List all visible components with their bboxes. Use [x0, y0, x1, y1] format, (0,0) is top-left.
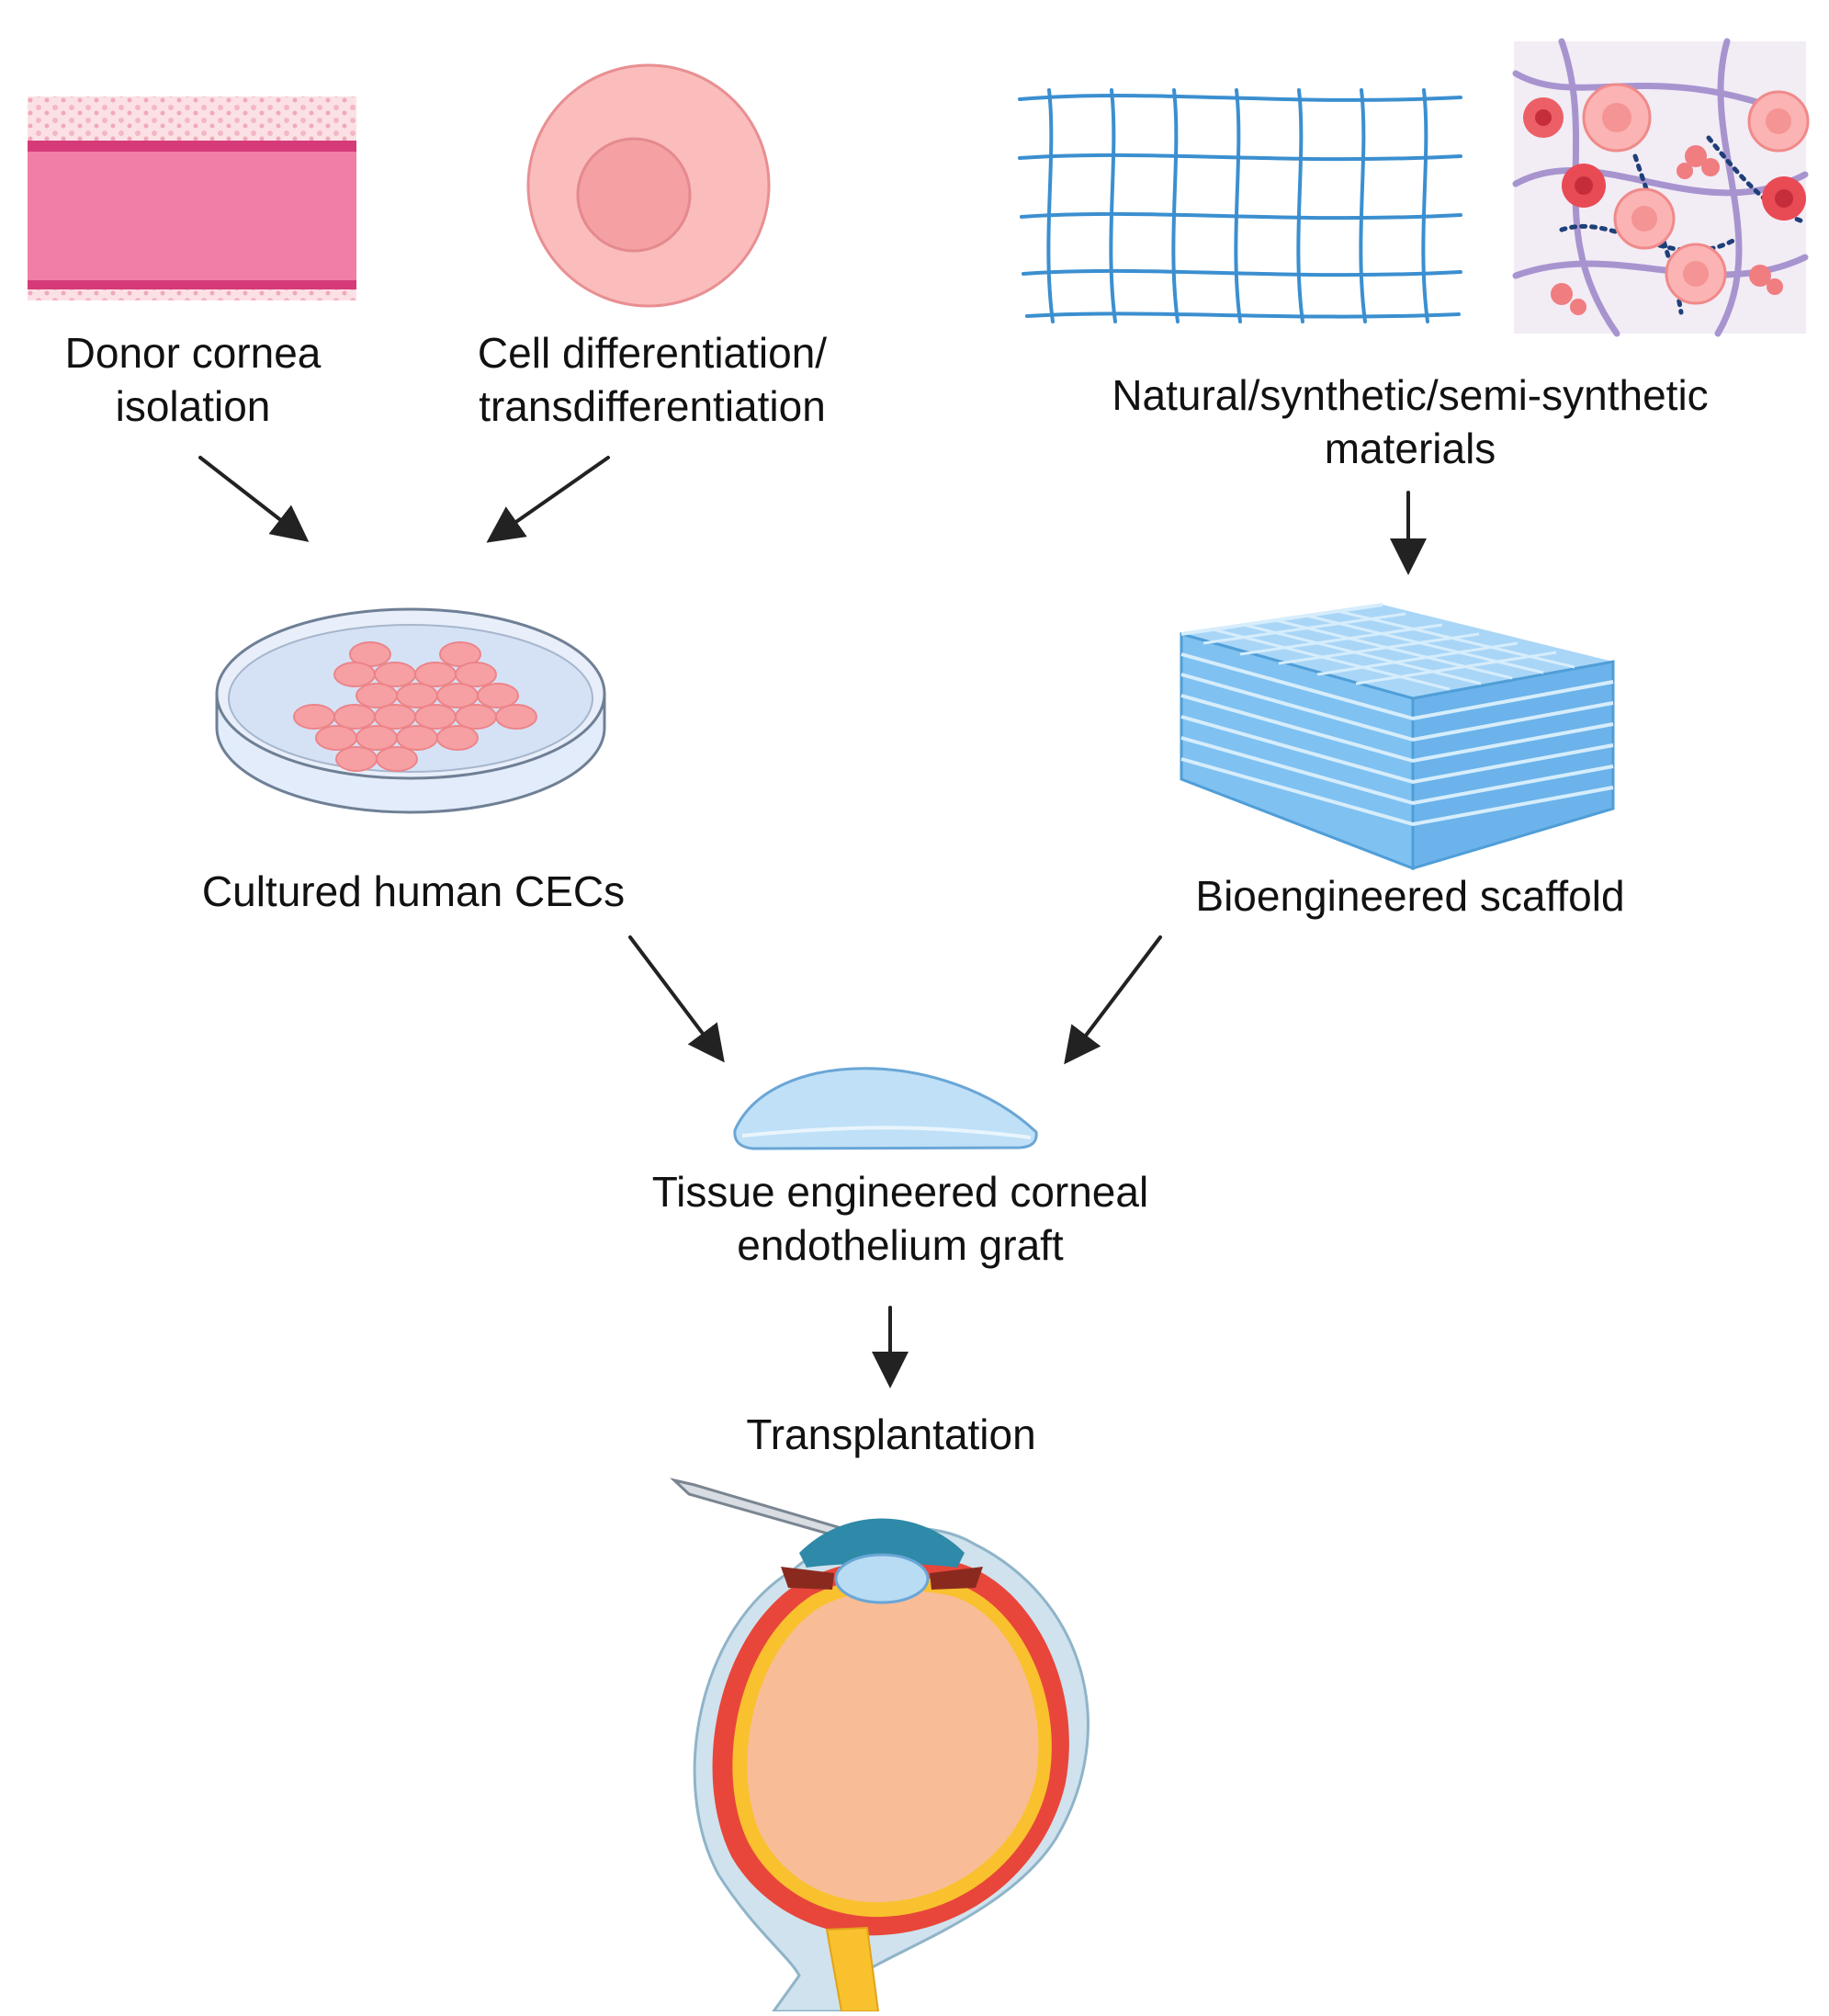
hydrogel-cell: [1562, 164, 1606, 208]
cultured-cells: [293, 641, 537, 772]
mesh-material-icon: [1018, 88, 1462, 323]
arrow-differentiation-to-culture: [486, 456, 610, 543]
arrow-culture-to-graft: [628, 935, 725, 1063]
scaffold-icon: [1180, 603, 1615, 871]
graft-lens-icon: [733, 1067, 1038, 1150]
eye-icon: [669, 1478, 1089, 2013]
materials-label: Natural/synthetic/semi-synthetic materia…: [1112, 371, 1709, 472]
donor-cornea-tissue-icon: [28, 96, 356, 300]
hydrogel-cell: [1747, 90, 1810, 153]
hydrogel-cell: [1582, 83, 1652, 153]
arrow-scaffold-to-graft: [1064, 935, 1162, 1065]
hydrogel-cell: [1523, 97, 1564, 138]
hydrogel-cell: [1665, 243, 1727, 305]
scaffold-label: Bioengineered scaffold: [1195, 872, 1625, 920]
hydrogel-cell: [1613, 187, 1676, 250]
hydrogel-cell: [1762, 176, 1806, 221]
arrow-donor-to-culture: [198, 456, 310, 542]
donor-cornea-label: Donor cornea isolation: [64, 329, 322, 430]
cell-differentiation-label: Cell differentiation/ transdifferentiati…: [477, 329, 828, 430]
cultured-cecs-label: Cultured human CECs: [201, 867, 626, 915]
implanted-graft: [834, 1553, 930, 1604]
biomaterial-cells-icon: [1512, 38, 1810, 337]
transplantation-label: Transplantation: [746, 1410, 1036, 1458]
cell-icon: [526, 63, 771, 308]
petri-dish-icon: [215, 607, 606, 814]
graft-label: Tissue engineered corneal endothelium gr…: [651, 1168, 1149, 1269]
